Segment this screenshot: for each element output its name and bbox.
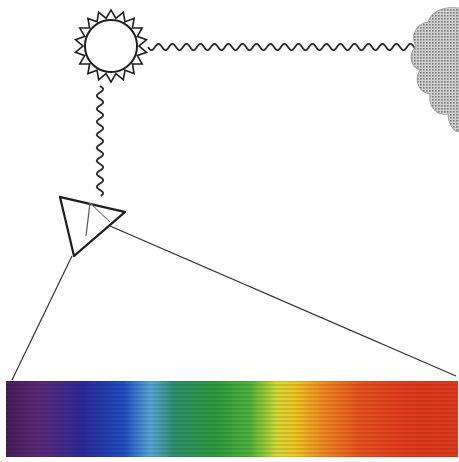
- light-wave-vertical: [97, 86, 103, 196]
- color-spectrum-band: [6, 381, 458, 457]
- spectrum-scanlines: [6, 381, 458, 457]
- sun-disc: [85, 20, 137, 72]
- light-wave-horizontal: [148, 44, 440, 50]
- sun-icon: [76, 10, 147, 82]
- cloud-icon: [411, 8, 459, 132]
- dispersed-ray-left: [12, 256, 72, 380]
- cloud-shape: [411, 8, 459, 132]
- dispersed-ray-right: [110, 226, 456, 376]
- prism-icon: [60, 197, 125, 256]
